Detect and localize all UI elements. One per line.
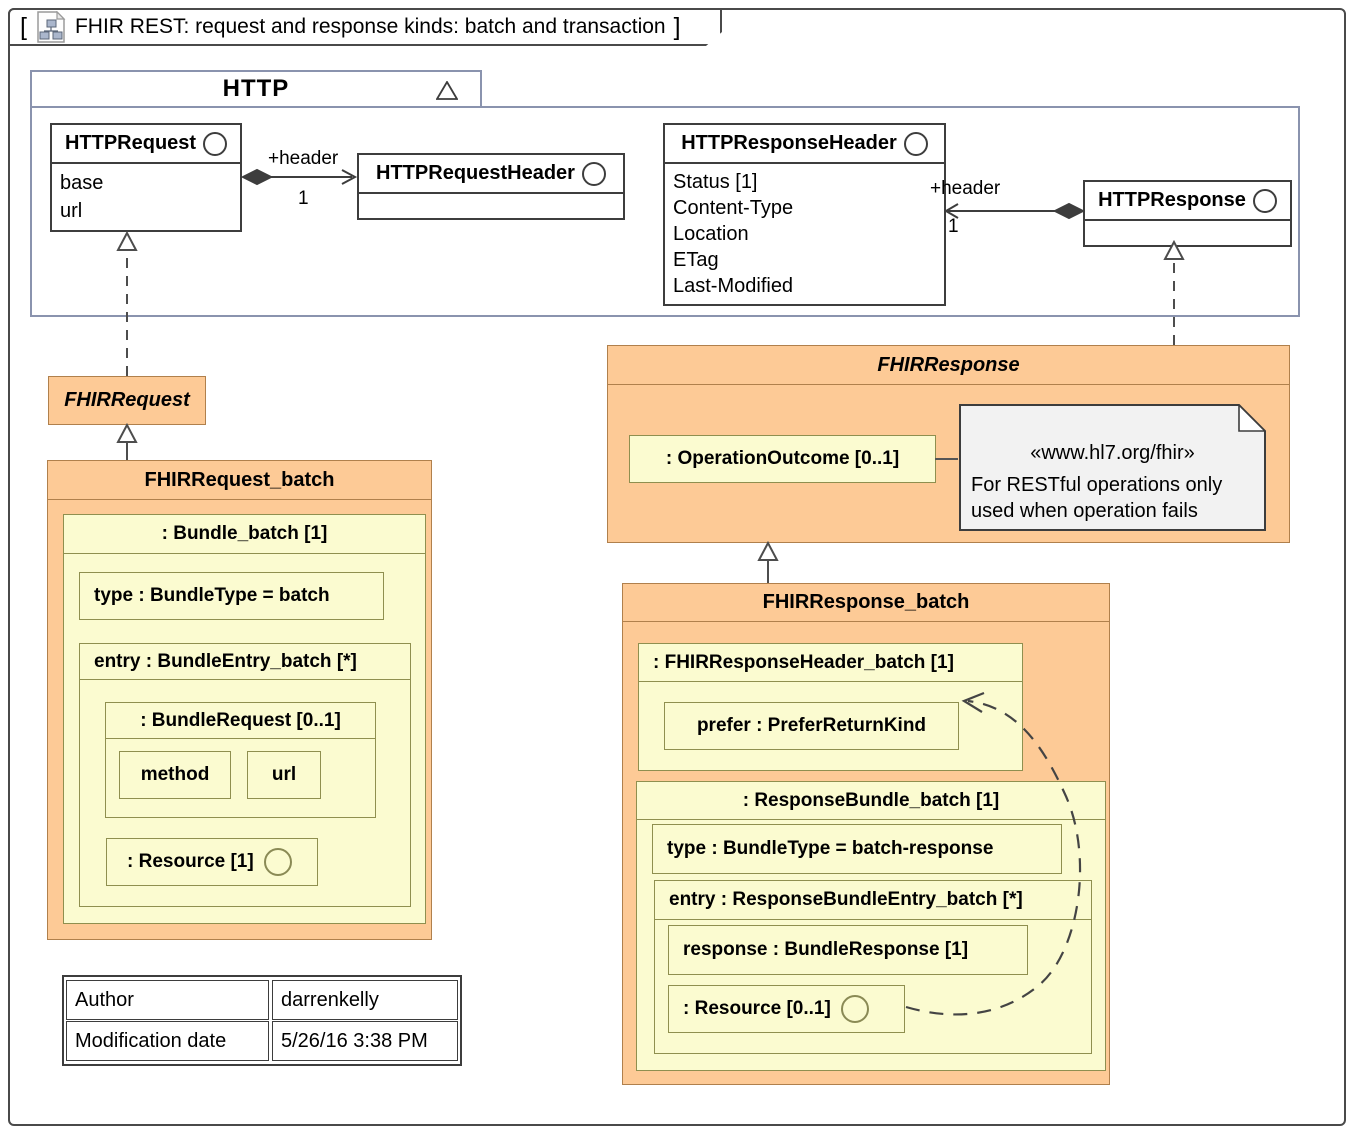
part-method[interactable]: method	[119, 751, 231, 799]
class-httpresponse-name: HTTPResponse	[1098, 189, 1246, 211]
class-httprequestheader-name: HTTPRequestHeader	[376, 162, 575, 184]
note-stereotype: «www.hl7.org/fhir»	[1030, 442, 1195, 464]
assoc-response-role-label: +header	[930, 178, 1001, 199]
part-prefer[interactable]: prefer : PreferReturnKind	[664, 702, 959, 750]
info-moddate-value: 5/26/16 3:38 PM	[272, 1021, 458, 1061]
assoc-request-role-label: +header	[268, 148, 339, 169]
part-url-label: url	[271, 764, 297, 785]
title-bracket-left: [	[20, 12, 27, 41]
empty-compartment	[1085, 221, 1290, 245]
part-bundle-entry-label: entry : BundleEntry_batch [*]	[80, 644, 410, 680]
block-fhirrequest-batch[interactable]: FHIRRequest_batch : Bundle_batch [1] typ…	[47, 460, 432, 940]
block-fhirrequest-batch-name: FHIRRequest_batch	[48, 461, 431, 500]
interface-ball-icon	[263, 848, 292, 876]
part-bundle-type-label: type : BundleType = batch	[94, 585, 330, 606]
note-line2: used when operation fails	[971, 500, 1198, 522]
part-prefer-label: prefer : PreferReturnKind	[696, 715, 927, 736]
part-response-bundle-type[interactable]: type : BundleType = batch-response	[652, 824, 1062, 874]
part-bundle-response-label: response : BundleResponse [1]	[683, 939, 969, 960]
diagram-title-tab: [ FHIR REST: request and response kinds:…	[8, 8, 722, 46]
attr-etag: ETag	[673, 249, 719, 271]
empty-compartment	[359, 194, 623, 218]
attr-location: Location	[673, 223, 749, 245]
interface-ball-icon	[203, 131, 228, 156]
interface-ball-icon	[903, 131, 928, 156]
class-httpresponseheader-name: HTTPResponseHeader	[681, 132, 897, 154]
part-bundle-request-label: : BundleRequest [0..1]	[106, 703, 375, 739]
part-bundle-response[interactable]: response : BundleResponse [1]	[668, 925, 1028, 975]
attr-base: base	[60, 172, 104, 194]
interface-ball-icon	[840, 995, 869, 1023]
class-httpresponseheader[interactable]: HTTPResponseHeader Status [1] Content-Ty…	[663, 123, 946, 306]
part-bundle-batch-label: : Bundle_batch [1]	[64, 515, 425, 554]
info-moddate-label: Modification date	[66, 1021, 269, 1061]
assoc-request-mult-label: 1	[298, 188, 309, 209]
info-author-label: Author	[66, 980, 269, 1020]
part-bundle-batch[interactable]: : Bundle_batch [1] type : BundleType = b…	[63, 514, 426, 924]
attr-content-type: Content-Type	[673, 197, 794, 219]
block-fhirrequest[interactable]: FHIRRequest	[48, 376, 206, 425]
package-http-header[interactable]: HTTP	[30, 70, 482, 108]
part-url[interactable]: url	[247, 751, 321, 799]
attr-status: Status [1]	[673, 171, 758, 193]
interface-ball-icon	[1252, 188, 1277, 213]
table-row: Modification date 5/26/16 3:38 PM	[66, 1021, 458, 1061]
part-response-resource[interactable]: : Resource [0..1]	[668, 985, 905, 1033]
attr-url: url	[60, 200, 83, 222]
diagram-info-table: Author darrenkelly Modification date 5/2…	[62, 975, 462, 1066]
part-operation-outcome[interactable]: : OperationOutcome [0..1]	[629, 435, 936, 483]
package-http-name: HTTP	[222, 75, 290, 102]
title-bracket-right: ]	[673, 12, 681, 41]
class-httprequestheader[interactable]: HTTPRequestHeader	[357, 153, 625, 220]
note-hl7[interactable]: «www.hl7.org/fhir» For RESTful operation…	[959, 404, 1266, 531]
diagram-kind-icon	[35, 11, 67, 43]
note-line1: For RESTful operations only	[971, 474, 1223, 496]
part-method-label: method	[140, 764, 210, 785]
part-response-bundle-entry[interactable]: entry : ResponseBundleEntry_batch [*] re…	[654, 880, 1092, 1054]
block-fhirresponse-batch-name: FHIRResponse_batch	[623, 584, 1109, 622]
part-resource-label: : Resource [1]	[127, 851, 254, 872]
block-fhirresponse-name: FHIRResponse	[608, 346, 1289, 385]
part-operation-outcome-label: : OperationOutcome [0..1]	[665, 448, 900, 469]
class-httprequest-name: HTTPRequest	[64, 132, 197, 154]
part-response-bundle[interactable]: : ResponseBundle_batch [1] type : Bundle…	[636, 781, 1106, 1071]
part-response-bundle-label: : ResponseBundle_batch [1]	[637, 782, 1105, 820]
part-resource[interactable]: : Resource [1]	[106, 838, 318, 886]
block-fhirresponse[interactable]: FHIRResponse : OperationOutcome [0..1] «…	[607, 345, 1290, 543]
part-response-resource-label: : Resource [0..1]	[683, 998, 831, 1019]
part-response-header[interactable]: : FHIRResponseHeader_batch [1] prefer : …	[638, 643, 1023, 771]
class-httprequest[interactable]: HTTPRequest base url	[50, 123, 242, 232]
diagram-title: FHIR REST: request and response kinds: b…	[74, 15, 666, 38]
assoc-response-mult-label: 1	[948, 216, 959, 237]
part-response-bundle-entry-label: entry : ResponseBundleEntry_batch [*]	[655, 881, 1091, 920]
class-httpresponse[interactable]: HTTPResponse	[1083, 180, 1292, 247]
info-author-value: darrenkelly	[272, 980, 458, 1020]
table-row: Author darrenkelly	[66, 980, 458, 1020]
part-bundle-type[interactable]: type : BundleType = batch	[79, 572, 384, 620]
part-bundle-request[interactable]: : BundleRequest [0..1] method url	[105, 702, 376, 818]
attr-last-modified: Last-Modified	[673, 275, 794, 297]
part-bundle-entry[interactable]: entry : BundleEntry_batch [*] : BundleRe…	[79, 643, 411, 907]
interface-ball-icon	[581, 161, 606, 186]
part-response-header-label: : FHIRResponseHeader_batch [1]	[639, 644, 1022, 682]
block-fhirrequest-name: FHIRRequest	[64, 389, 190, 411]
block-fhirresponse-batch[interactable]: FHIRResponse_batch : FHIRResponseHeader_…	[622, 583, 1110, 1085]
part-response-bundle-type-label: type : BundleType = batch-response	[667, 838, 994, 859]
collapse-triangle-icon[interactable]	[435, 80, 459, 105]
